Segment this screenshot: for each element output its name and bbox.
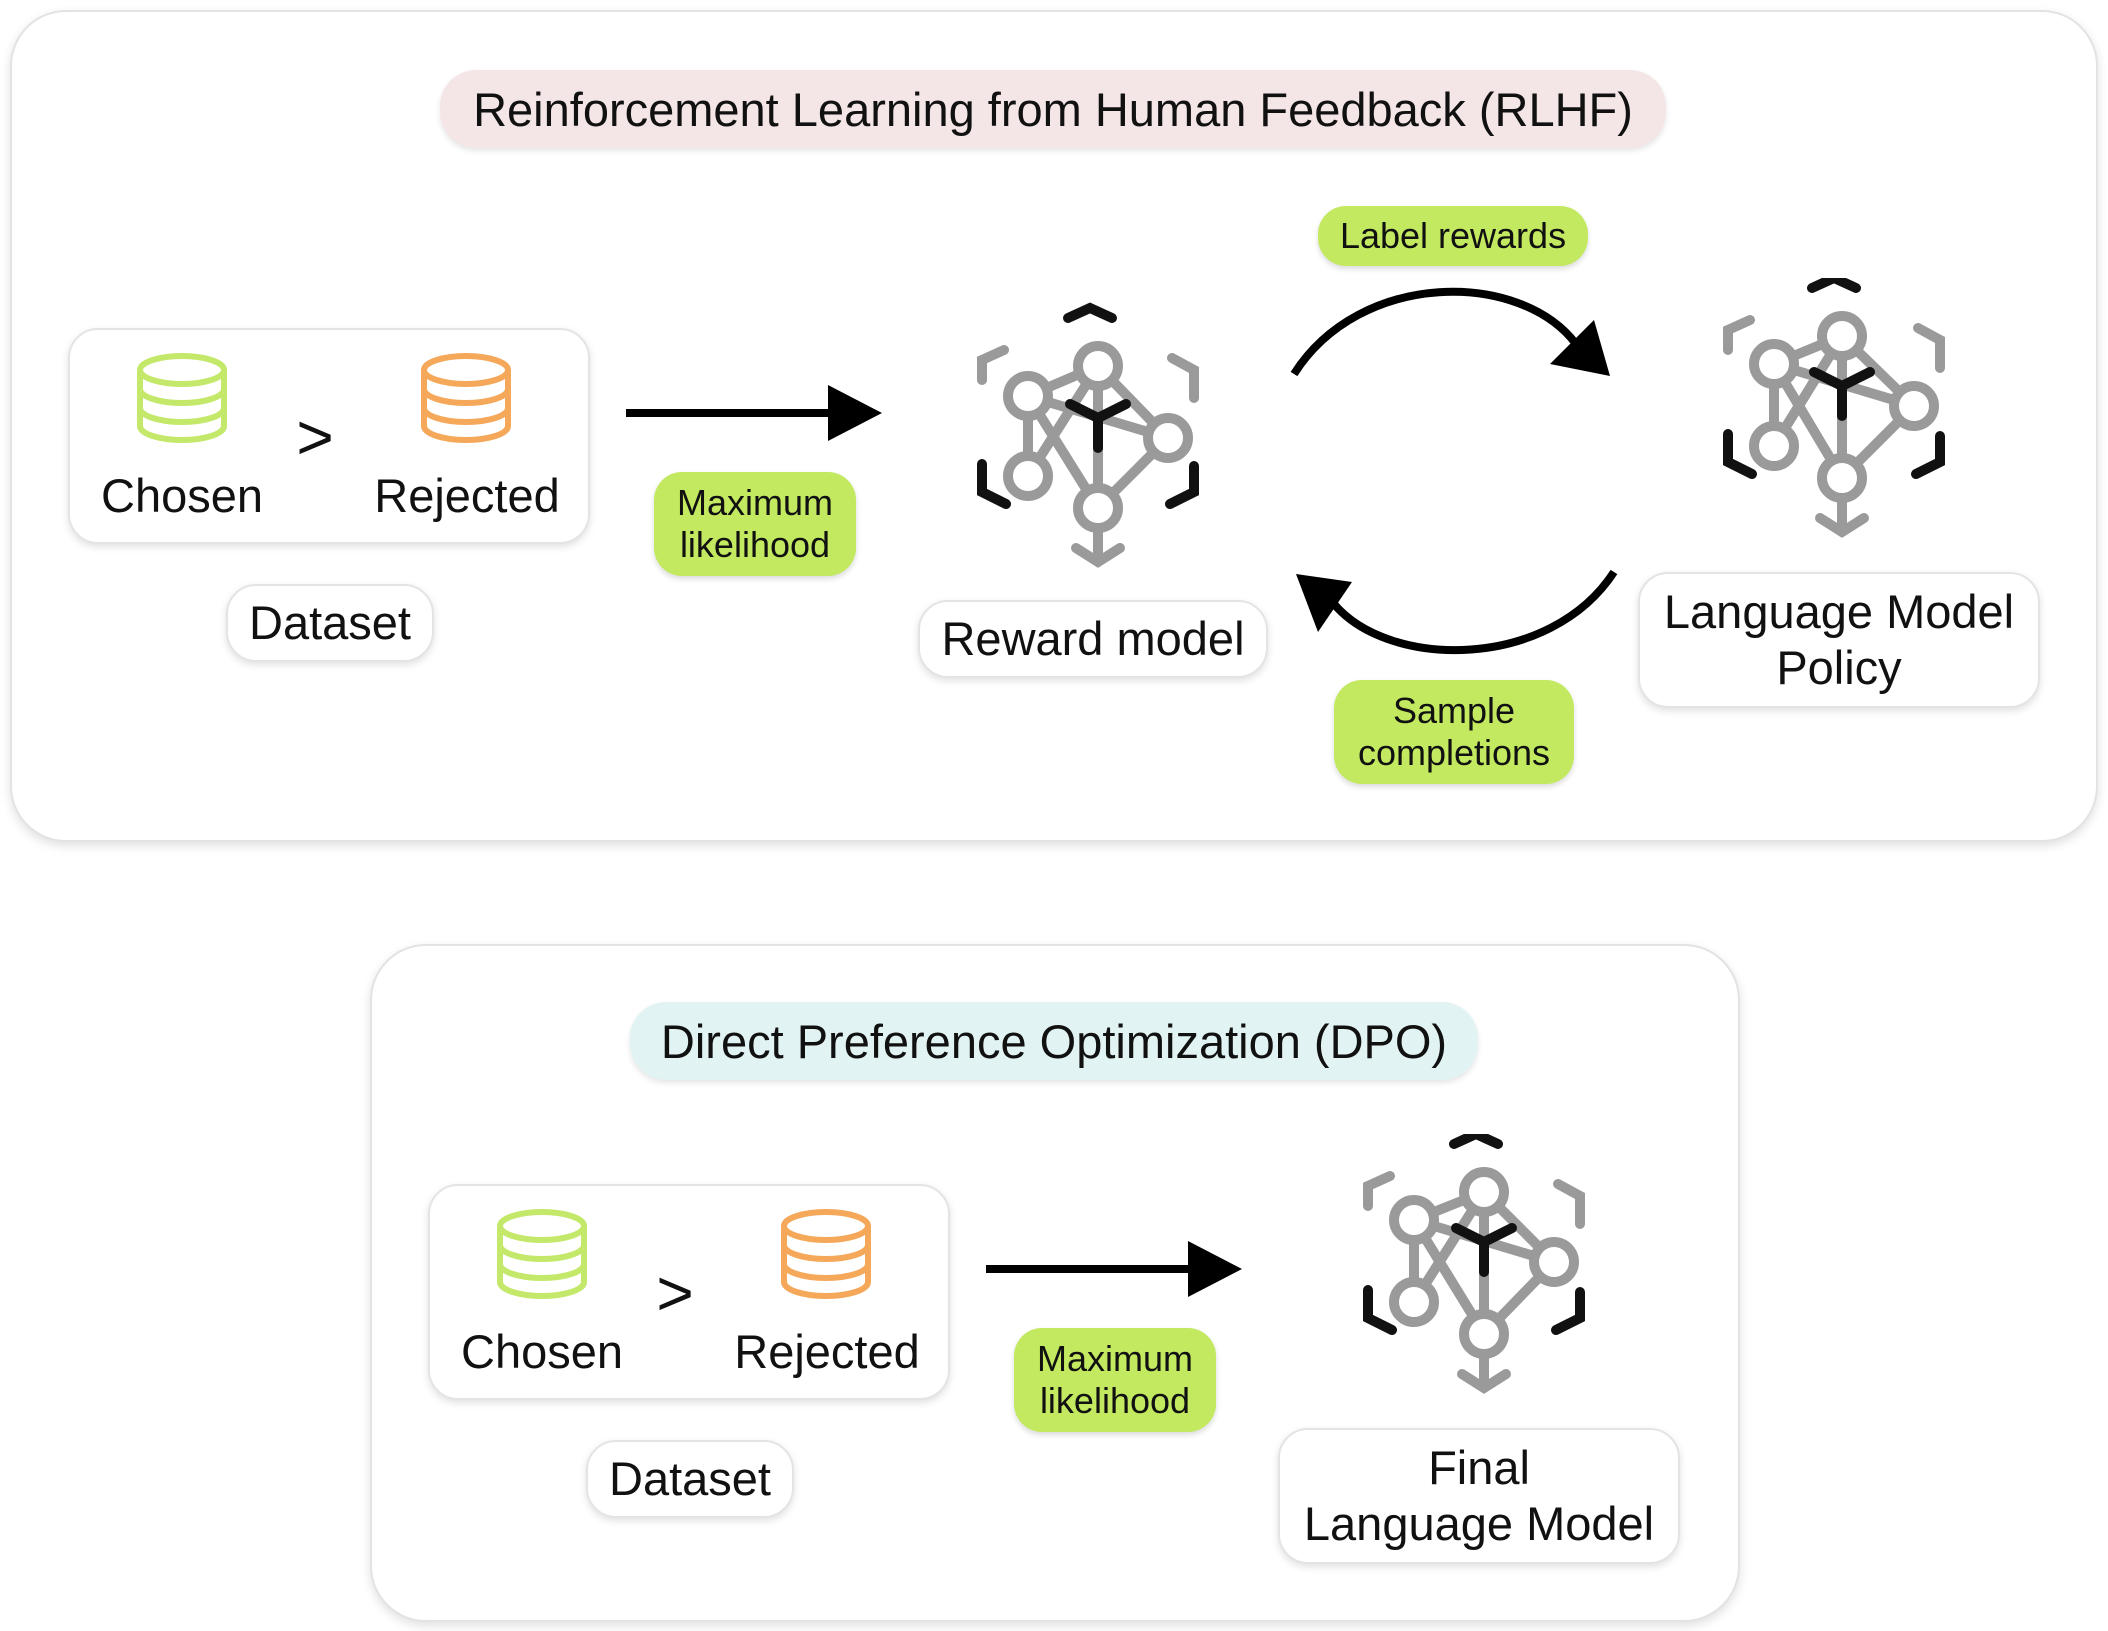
rlhf-comparator: > xyxy=(296,401,334,473)
rlhf-chosen-database-icon xyxy=(137,353,227,443)
dpo-chosen-database-icon xyxy=(497,1209,587,1299)
dpo-title: Direct Preference Optimization (DPO) xyxy=(630,1002,1478,1080)
dpo-chosen-label: Chosen xyxy=(461,1325,623,1378)
rlhf-arrow-policy-to-reward xyxy=(1296,569,1618,655)
dpo-final-model-neural-network-icon xyxy=(1363,1134,1585,1394)
dpo-rejected-label: Rejected xyxy=(734,1325,920,1378)
rlhf-policy-label: Language Model Policy xyxy=(1638,572,2040,708)
dpo-comparator: > xyxy=(656,1257,694,1329)
rlhf-arrow-reward-to-policy xyxy=(1290,287,1610,377)
dpo-arrow-dataset-to-model xyxy=(986,1241,1242,1297)
rlhf-edge-label-label-rewards: Label rewards xyxy=(1318,206,1588,266)
rlhf-reward-model-label: Reward model xyxy=(918,600,1268,678)
rlhf-rejected-label: Rejected xyxy=(374,469,560,522)
dpo-final-model-label: Final Language Model xyxy=(1278,1428,1680,1564)
rlhf-edge-label-max-likelihood: Maximum likelihood xyxy=(654,472,856,576)
dpo-edge-label-max-likelihood: Maximum likelihood xyxy=(1014,1328,1216,1432)
rlhf-dataset-caption: Dataset xyxy=(226,584,434,662)
rlhf-title: Reinforcement Learning from Human Feedba… xyxy=(440,70,1666,148)
rlhf-arrow-dataset-to-reward xyxy=(626,385,882,441)
rlhf-policy-neural-network-icon xyxy=(1723,278,1945,538)
dpo-rejected-database-icon xyxy=(781,1209,871,1299)
dpo-dataset-caption: Dataset xyxy=(586,1440,794,1518)
rlhf-chosen-label: Chosen xyxy=(101,469,263,522)
rlhf-rejected-database-icon xyxy=(421,353,511,443)
rlhf-edge-label-sample-completions: Sample completions xyxy=(1334,680,1574,784)
rlhf-reward-model-neural-network-icon xyxy=(977,302,1199,568)
